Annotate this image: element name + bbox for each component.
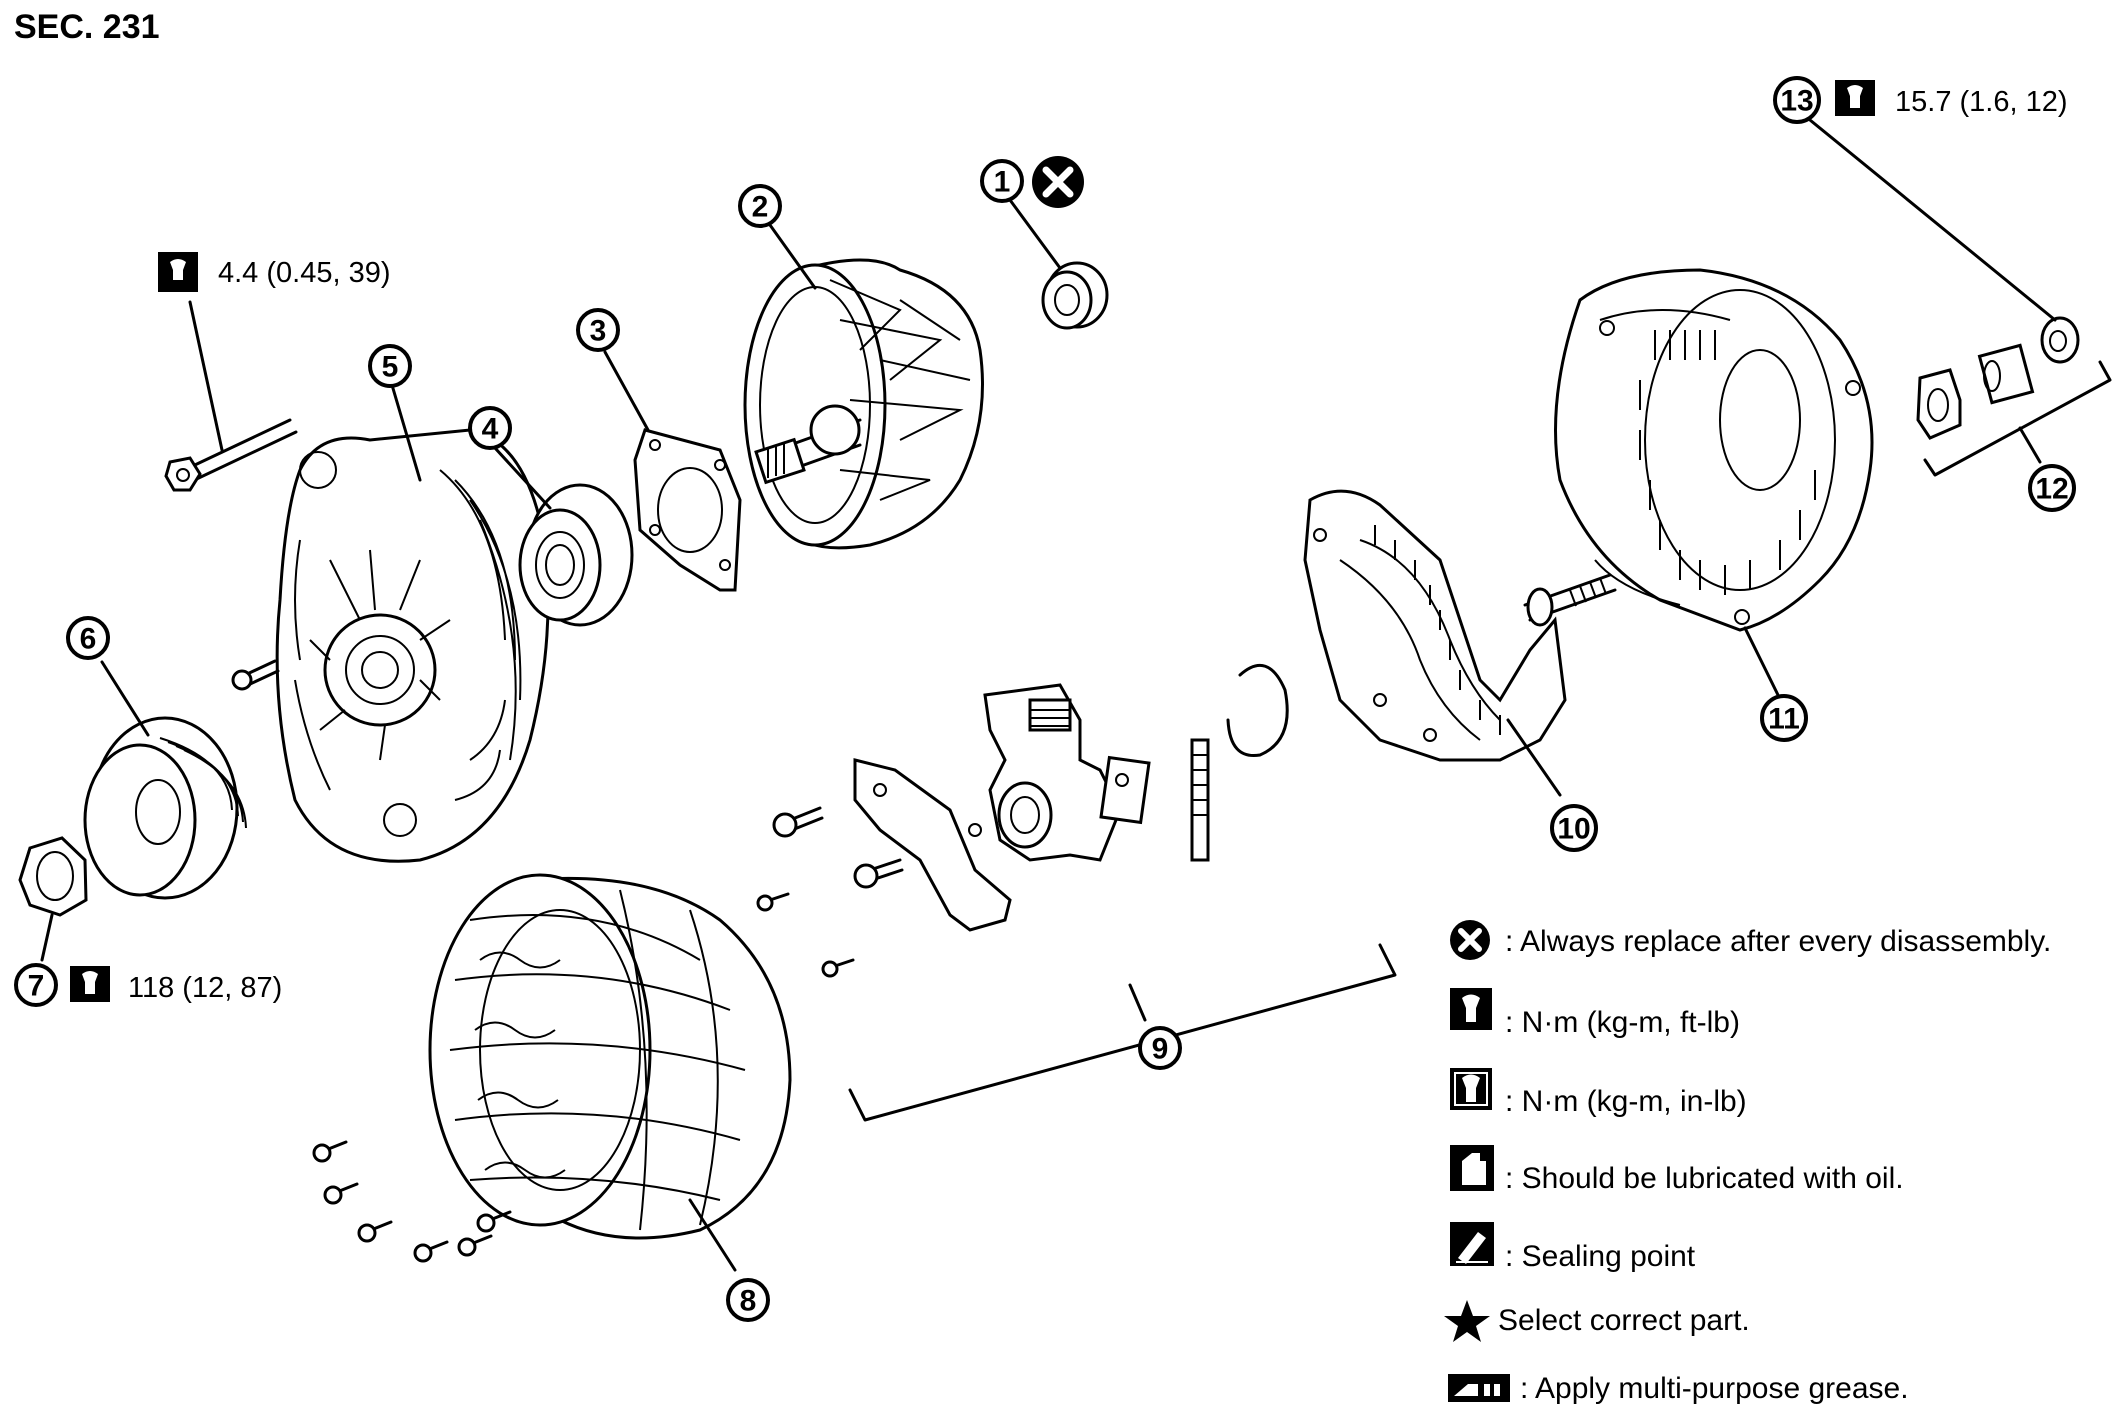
svg-text:2: 2	[752, 191, 769, 224]
callout-10: 10	[1550, 804, 1598, 852]
torque-wrench-inlb-icon	[158, 252, 198, 292]
svg-text:8: 8	[740, 1285, 757, 1318]
torque-wrench-ftlb-icon	[70, 966, 110, 1002]
bearing-retainer-plate	[633, 428, 742, 592]
rear-housing	[1554, 268, 1874, 632]
legend-text-grease: : Apply multi-purpose grease.	[1520, 1372, 1909, 1405]
callout-5: 5	[368, 344, 412, 388]
callout-11: 11	[1760, 694, 1808, 742]
torque-value-bolt: 4.4 (0.45, 39)	[218, 257, 391, 289]
torque-value-nut-13: 15.7 (1.6, 12)	[1895, 86, 2068, 118]
torque-spec-nut-13: 15.7 (1.6, 12)	[1835, 80, 2068, 118]
torque-wrench-ftlb-icon	[1835, 80, 1875, 116]
torque-spec-nut-7: 118 (12, 87)	[70, 966, 282, 1004]
torque-spec-bolt: 4.4 (0.45, 39)	[158, 252, 391, 292]
legend-torque-ftlb-icon	[1450, 988, 1492, 1030]
pulley	[83, 716, 247, 900]
stator	[428, 873, 792, 1240]
svg-text:10: 10	[1557, 813, 1590, 846]
callout-8: 8	[726, 1278, 770, 1322]
callout-3: 3	[576, 308, 620, 352]
svg-text:9: 9	[1152, 1033, 1169, 1066]
svg-text:12: 12	[2035, 473, 2068, 506]
svg-text:7: 7	[28, 970, 45, 1003]
legend-text-inlb: : N·m (kg-m, in-lb)	[1505, 1085, 1747, 1118]
replace-x-icon	[1032, 156, 1084, 208]
legend-text-sealing: : Sealing point	[1505, 1240, 1696, 1273]
svg-text:13: 13	[1780, 85, 1813, 118]
svg-text:1: 1	[994, 166, 1011, 199]
terminal-cap	[1916, 316, 2080, 440]
stator-screws	[312, 1140, 512, 1263]
legend-text-ftlb: : N·m (kg-m, ft-lb)	[1505, 1006, 1740, 1039]
svg-text:4: 4	[482, 413, 499, 446]
legend-sealing-point-icon	[1450, 1222, 1494, 1266]
legend-text-star: Select correct part.	[1498, 1304, 1750, 1337]
legend-grease-icon	[1448, 1374, 1510, 1402]
callout-4: 4	[468, 406, 512, 450]
regulator-assembly	[756, 664, 1289, 978]
callout-7: 7	[14, 963, 58, 1007]
callout-13: 13	[1773, 76, 1821, 124]
legend-text-replace: : Always replace after every disassembly…	[1505, 925, 2051, 958]
svg-text:3: 3	[590, 315, 607, 348]
legend-replace-x-icon	[1450, 920, 1490, 960]
rectifier	[1303, 489, 1617, 762]
callout-12: 12	[2028, 464, 2076, 512]
legend: : Always replace after every disassembly…	[1444, 920, 2051, 1405]
callout-9: 9	[1138, 1026, 1182, 1070]
legend-star-icon	[1444, 1300, 1490, 1342]
torque-value-nut-7: 118 (12, 87)	[128, 972, 282, 1004]
svg-text:11: 11	[1768, 703, 1800, 736]
section-label: SEC. 231	[14, 8, 160, 46]
pulley-nut	[18, 836, 88, 917]
svg-text:5: 5	[382, 351, 399, 384]
callout-1: 1	[980, 159, 1024, 203]
legend-torque-inlb-icon	[1450, 1068, 1492, 1110]
svg-text:6: 6	[80, 623, 97, 656]
legend-oil-can-icon	[1450, 1145, 1494, 1191]
legend-text-oil: : Should be lubricated with oil.	[1505, 1162, 1904, 1195]
callout-2: 2	[738, 184, 782, 228]
front-bearing	[518, 483, 634, 627]
rear-bearing	[1041, 261, 1109, 330]
front-housing	[275, 428, 550, 863]
through-bolt	[164, 418, 298, 492]
housing-screw	[231, 659, 280, 691]
callout-6: 6	[66, 616, 110, 660]
rotor	[743, 258, 984, 550]
